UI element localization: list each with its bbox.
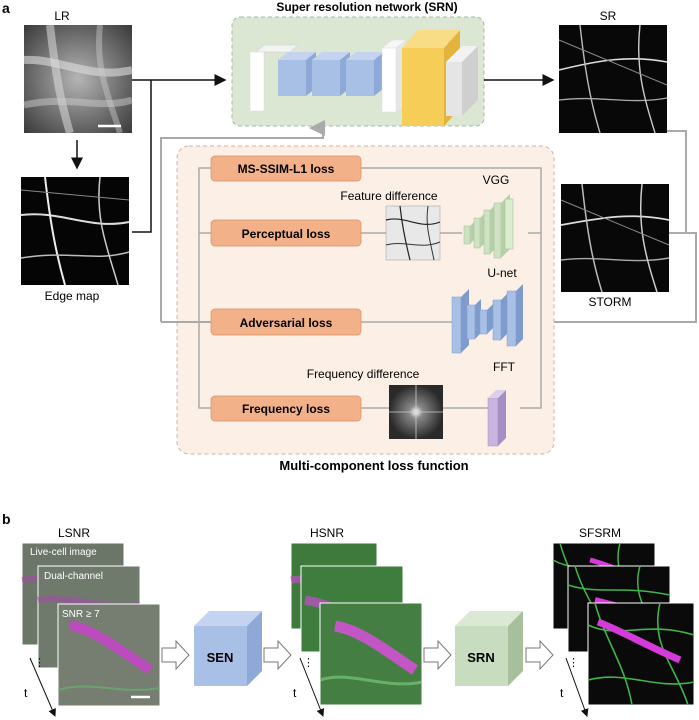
dual-channel-label: Dual-channel [44, 571, 103, 582]
edge-map-image [20, 176, 130, 286]
hsnr-image-stack [290, 542, 423, 706]
storm-label: STORM [588, 295, 631, 309]
fft-block-icon [487, 390, 506, 447]
lr-image [23, 24, 134, 135]
loss-tree-left [198, 167, 211, 409]
hsnr-time-arrow [299, 657, 325, 717]
sen-label: SEN [207, 650, 234, 665]
hollow-arrow-1 [161, 639, 190, 671]
srn-cube-label: SRN [467, 650, 494, 665]
lsnr-t-label: t [24, 686, 28, 700]
edge-map-label: Edge map [45, 289, 100, 303]
frequency-loss-label: Frequency loss [242, 402, 330, 416]
feature-difference-label: Feature difference [340, 189, 437, 203]
lsnr-time-arrow [29, 657, 56, 717]
hollow-arrow-3 [423, 639, 452, 671]
lr-label: LR [54, 9, 70, 23]
panel-a-label: a [2, 0, 10, 16]
lsnr-image-stack [21, 542, 161, 707]
sr-image [558, 24, 668, 134]
unet-label: U-net [487, 266, 517, 280]
live-cell-label: Live-cell image [30, 547, 97, 558]
perceptual-loss-box: Perceptual loss [210, 219, 362, 247]
lsnr-label: LSNR [58, 526, 90, 540]
hsnr-dots: ⋮ [303, 657, 314, 669]
lsnr-dots: ⋮ [34, 657, 45, 669]
sen-cube: SEN [194, 611, 262, 686]
loss-function-title: Multi-component loss function [279, 458, 468, 473]
hollow-arrow-2 [263, 639, 292, 671]
to-discriminator-line [522, 232, 697, 323]
hsnr-label: HSNR [310, 526, 344, 540]
hsnr-t-label: t [293, 686, 297, 700]
perceptual-loss-label: Perceptual loss [242, 227, 331, 241]
frequency-loss-box: Frequency loss [210, 395, 362, 422]
ms-ssim-loss-box: MS-SSIM-L1 loss [210, 155, 362, 182]
vgg-label: VGG [483, 173, 510, 187]
storm-image [560, 183, 670, 293]
sfsrm-dots: ⋮ [568, 657, 579, 669]
snr-label: SNR ≥ 7 [62, 609, 100, 620]
unet-discriminator-icon [451, 284, 523, 354]
sfsrm-label: SFSRM [579, 526, 621, 540]
sr-storm-bracket [667, 130, 687, 234]
loss-tree-right [360, 167, 542, 409]
srn-title: Super resolution network (SRN) [276, 0, 457, 14]
hollow-arrow-4 [525, 639, 554, 671]
ms-ssim-loss-label: MS-SSIM-L1 loss [238, 162, 335, 176]
sfsrm-image-stack [552, 542, 695, 706]
feature-difference-image [385, 205, 441, 261]
edge-connector [132, 80, 152, 233]
sr-label: SR [600, 9, 617, 23]
sfsrm-time-arrow [565, 657, 589, 717]
adversarial-loss-label: Adversarial loss [240, 316, 333, 330]
sfsrm-t-label: t [560, 686, 564, 700]
fft-label: FFT [493, 360, 516, 374]
frequency-difference-label: Frequency difference [307, 367, 420, 381]
panel-b-label: b [2, 511, 11, 527]
adversarial-loss-box: Adversarial loss [210, 308, 362, 336]
srn-cube: SRN [455, 611, 523, 686]
feedback-line [160, 120, 325, 322]
vgg-network-icon [463, 194, 514, 259]
srn-box [231, 16, 485, 127]
frequency-difference-image [389, 385, 443, 439]
